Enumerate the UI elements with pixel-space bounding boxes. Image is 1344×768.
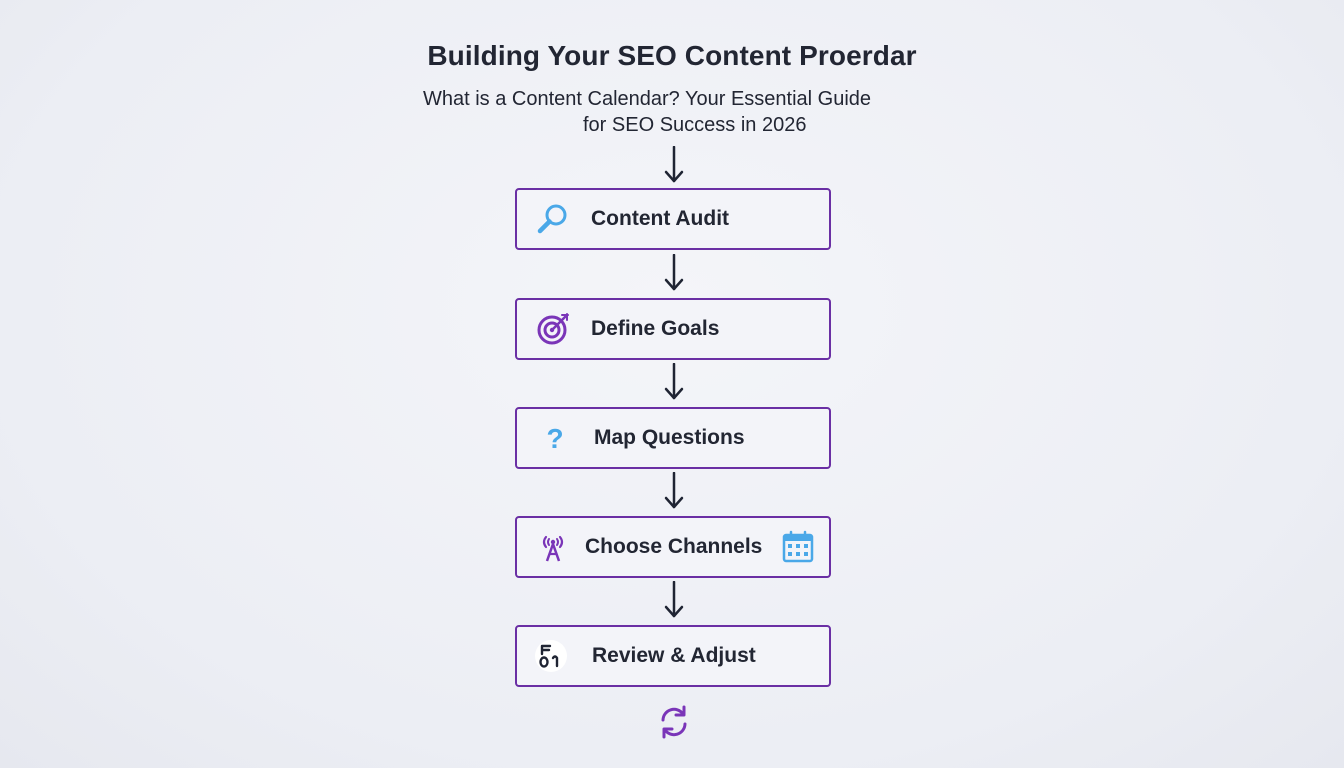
step-label: Choose Channels <box>585 535 763 558</box>
calendar-icon <box>780 529 816 565</box>
step-label: Review & Adjust <box>592 644 756 667</box>
step-choose-channels: Choose Channels <box>515 516 831 578</box>
flow-arrow <box>664 146 684 184</box>
page-title: Building Your SEO Content Proerdar <box>427 40 917 71</box>
magnifier-icon <box>535 201 571 237</box>
target-icon <box>535 311 571 347</box>
cycle-icon <box>655 703 693 741</box>
subtitle-line-1: What is a Content Calendar? Your Essenti… <box>423 88 872 110</box>
review-icon <box>533 638 569 674</box>
step-label: Map Questions <box>594 426 745 449</box>
step-label: Define Goals <box>591 317 720 340</box>
flow-arrow <box>664 254 684 292</box>
step-review-adjust: Review & Adjust <box>515 625 831 687</box>
step-content-audit: Content Audit <box>515 188 831 250</box>
step-label: Content Audit <box>591 207 730 230</box>
flow-arrow <box>664 363 684 401</box>
step-define-goals: Define Goals <box>515 298 831 360</box>
flow-arrow <box>664 581 684 619</box>
antenna-icon <box>535 529 571 565</box>
question-icon: ? <box>537 420 573 456</box>
step-map-questions: ? Map Questions <box>515 407 831 469</box>
flow-arrow <box>664 472 684 510</box>
svg-text:?: ? <box>546 423 563 454</box>
subtitle-line-2: for SEO Success in 2026 <box>583 114 807 136</box>
